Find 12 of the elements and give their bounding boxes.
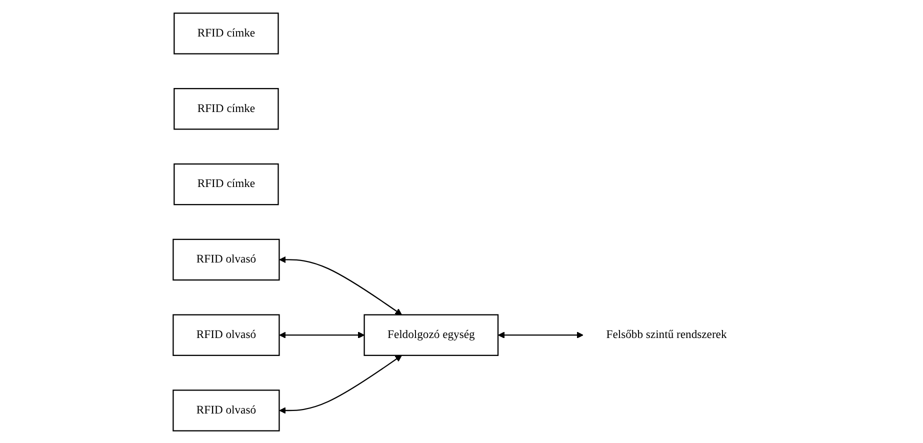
- arrow: [498, 331, 584, 338]
- arrow: [279, 354, 402, 414]
- arrow: [279, 331, 365, 338]
- node-box: Feldolgozó egység: [364, 314, 498, 356]
- node-box: RFID olvasó: [172, 238, 280, 280]
- node-box: RFID olvasó: [172, 389, 280, 431]
- node-box: RFID olvasó: [172, 314, 280, 356]
- node-box: RFID címke: [174, 162, 279, 205]
- node-box: RFID címke: [174, 12, 279, 54]
- arrow: [279, 256, 402, 315]
- node-text: Felsőbb szintű rendszerek: [606, 328, 727, 341]
- node-box: RFID címke: [174, 88, 279, 130]
